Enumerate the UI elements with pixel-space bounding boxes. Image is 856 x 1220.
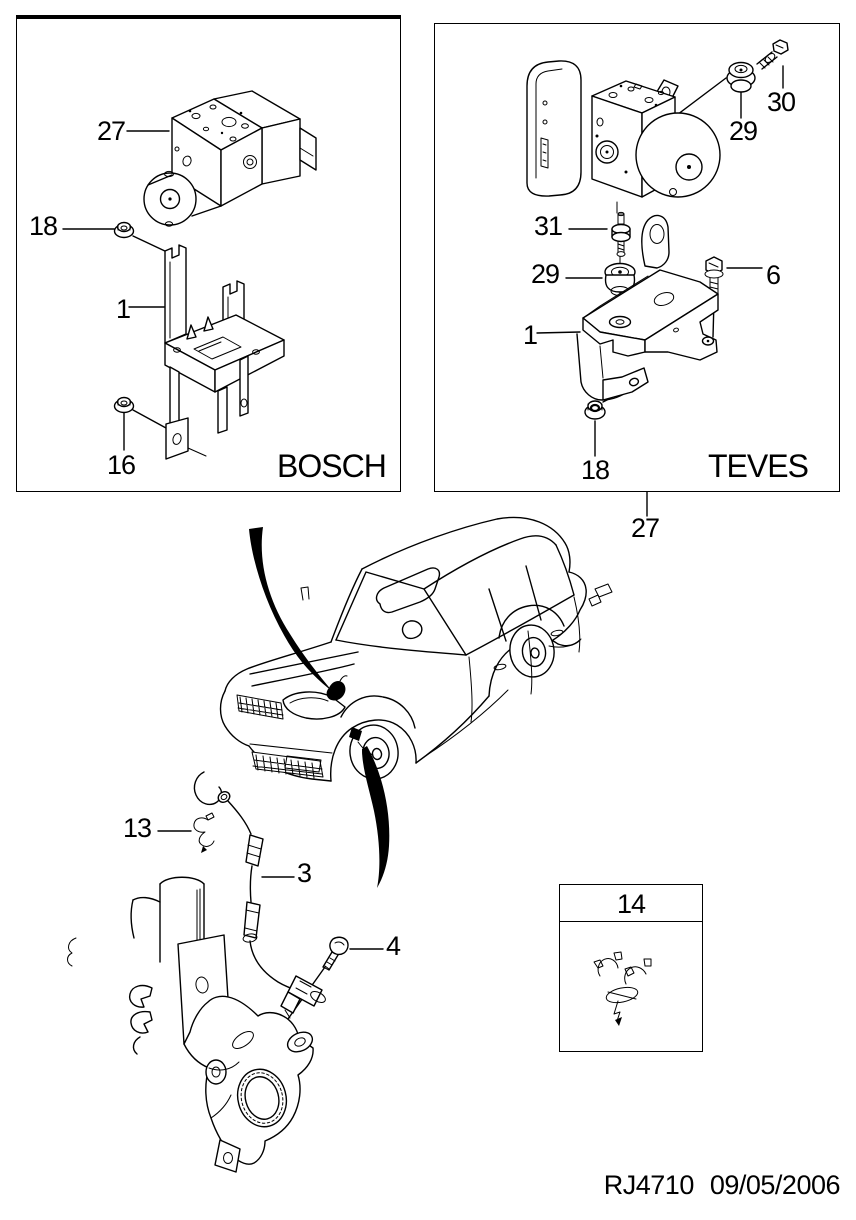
bosch-nut-lower [113,396,135,414]
drawing-footer: RJ4710 09/05/2006 [500,1170,841,1200]
retainer-clip-14-drawing [593,951,652,1026]
callout-4-screw: 4 [386,931,401,961]
callout-29-teves-upper: 29 [729,116,758,146]
teves-grommet-upper [726,61,756,93]
harness-clip-13-drawing [193,812,215,853]
bosch-brand-label: BOSCH [277,448,387,484]
teves-bolt-30 [756,39,789,70]
callout-18-teves-nut: 18 [581,455,610,485]
knuckle-drawing [67,876,314,1173]
callout-13-harness-clip: 13 [123,813,152,843]
teves-grommet-lower [604,262,636,296]
teves-brand-label: TEVES [708,448,809,484]
inset-panel-box [559,884,703,1052]
bosch-bracket-drawing [164,244,285,460]
teves-unit-drawing [526,60,721,198]
bosch-nut-upper [113,221,135,239]
callout-18-bosch-nut: 18 [29,211,58,241]
teves-bracket-drawing [576,214,719,401]
drawing-number: RJ4710 [603,1170,695,1200]
bosch-panel-box [16,15,401,492]
inset-panel-header [560,885,702,922]
sensor-screw-4-drawing [322,936,349,971]
callout-30-teves-bolt: 30 [767,87,796,117]
teves-bolt-6 [704,256,724,300]
callout-31-teves-stud: 31 [534,211,563,241]
callout-27-assembly: 27 [631,513,660,543]
revision-date: 09/05/2006 [709,1170,841,1200]
teves-nut-18 [584,400,606,420]
car-drawing [219,516,613,782]
callout-6-teves-bolt: 6 [766,260,781,290]
callout-1-teves-bracket: 1 [523,320,538,350]
abs-sensor-cable-drawing [193,771,326,1019]
callout-3-sensor-cable: 3 [297,858,312,888]
callout-16-bosch-nut: 16 [107,450,136,480]
callout-14-retainer-clip: 14 [616,889,646,919]
wheel-arrow [362,746,390,888]
bosch-unit-drawing [143,90,317,227]
callout-27-bosch-unit: 27 [97,116,126,146]
callout-1-bosch-bracket: 1 [116,294,131,324]
teves-stud-31 [611,211,631,257]
teves-panel-box [434,23,840,492]
bosch-leader-lines [62,130,170,451]
hood-arrow [249,527,333,692]
teves-leader-lines [536,65,784,517]
callout-29-teves-lower: 29 [531,259,560,289]
